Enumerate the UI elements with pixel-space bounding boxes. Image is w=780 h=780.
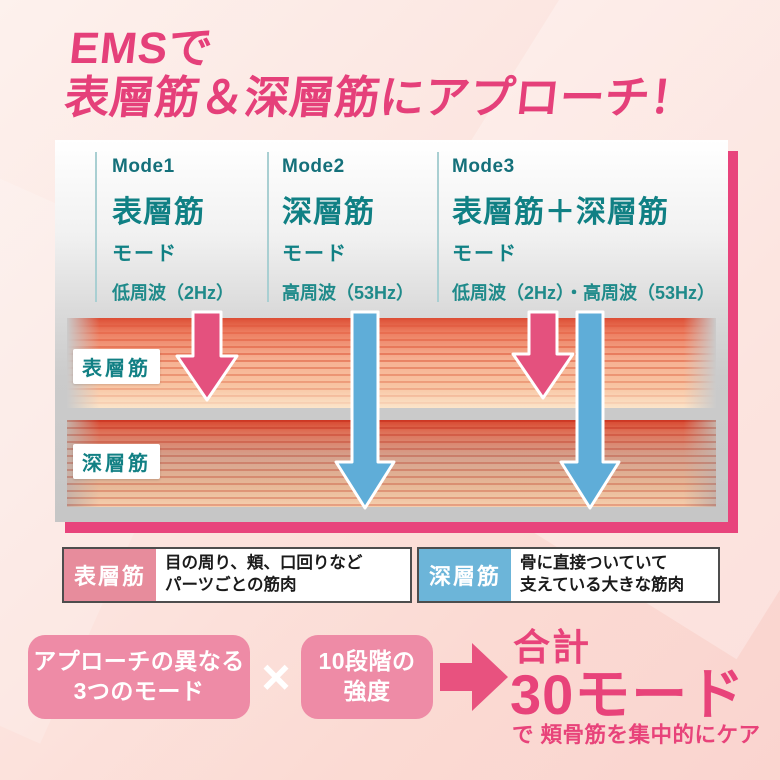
deep-muscle-band (67, 420, 716, 507)
factor-intensity-line2: 強度 (343, 678, 391, 704)
column-divider (95, 152, 97, 302)
mode1-suffix: モード (112, 243, 178, 265)
mode2-suffix: モード (282, 243, 348, 265)
page-title: EMSで 表層筋＆深層筋にアプローチ！ (62, 24, 702, 124)
result-arrow-icon (440, 643, 508, 711)
legend-surface-description: 目の周り、頬、口回りなど パーツごとの筋肉 (156, 549, 410, 601)
page-title-line2: 表層筋＆深層筋にアプローチ！ (62, 72, 698, 124)
legend-deep-description: 骨に直接ついていて 支えている大きな筋肉 (511, 549, 718, 601)
legend-surface-desc-line1: 目の周り、頬、口回りなど (165, 554, 363, 573)
muscle-fiber-texture (67, 318, 716, 408)
mode2-frequency: 高周波（53Hz） (282, 283, 415, 303)
mode1-label: Mode1 (112, 156, 175, 177)
legend-surface-term: 表層筋 (64, 549, 156, 601)
factor-modes-box: アプローチの異なる 3つのモード (28, 635, 250, 719)
factor-intensity-box: 10段階の 強度 (301, 635, 433, 719)
result-total-label: 合計 (513, 627, 591, 668)
result-care-note: で 頬骨筋を集中的にケア (512, 723, 761, 747)
factor-modes-line1: アプローチの異なる (33, 648, 245, 675)
mode3-column: Mode3 表層筋＋深層筋 モード 低周波（2Hz）・高周波（53Hz） (452, 156, 715, 305)
legend-deep-term: 深層筋 (419, 549, 511, 601)
mode3-label: Mode3 (452, 156, 515, 177)
column-divider (437, 152, 439, 302)
mode2-column: Mode2 深層筋 モード 高周波（53Hz） (282, 156, 414, 305)
muscle-fiber-texture (67, 420, 716, 507)
page-title-line1: EMSで (67, 24, 216, 73)
surface-muscle-band (67, 318, 716, 408)
legend-surface-desc-line2: パーツごとの筋肉 (165, 576, 297, 594)
mode3-name: 表層筋＋深層筋 (452, 196, 669, 229)
legend-deep-desc-line2: 支えている大きな筋肉 (520, 576, 685, 594)
mode1-frequency: 低周波（2Hz） (112, 283, 235, 303)
mode2-label: Mode2 (282, 156, 345, 177)
legend-deep-muscle: 深層筋 骨に直接ついていて 支えている大きな筋肉 (417, 547, 720, 603)
legend-deep-desc-line1: 骨に直接ついていて (520, 554, 668, 573)
factor-modes-line2: 3つのモード (73, 678, 205, 704)
mode1-name: 表層筋 (112, 196, 205, 229)
mode2-name: 深層筋 (282, 196, 375, 229)
mode3-frequency: 低周波（2Hz）・高周波（53Hz） (452, 283, 716, 303)
mode3-suffix: モード (452, 243, 518, 265)
deep-muscle-tag: 深層筋 (73, 444, 160, 479)
multiply-operator: × (261, 649, 291, 705)
result-mode-count: 30モード (510, 663, 746, 726)
surface-muscle-tag: 表層筋 (73, 349, 160, 384)
factor-intensity-line1: 10段階の (318, 648, 416, 675)
column-divider (267, 152, 269, 302)
mode-diagram-panel: Mode1 表層筋 モード 低周波（2Hz） Mode2 深層筋 モード 高周波… (55, 140, 728, 522)
legend-surface-muscle: 表層筋 目の周り、頬、口回りなど パーツごとの筋肉 (62, 547, 412, 603)
mode1-column: Mode1 表層筋 モード 低周波（2Hz） (112, 156, 234, 305)
